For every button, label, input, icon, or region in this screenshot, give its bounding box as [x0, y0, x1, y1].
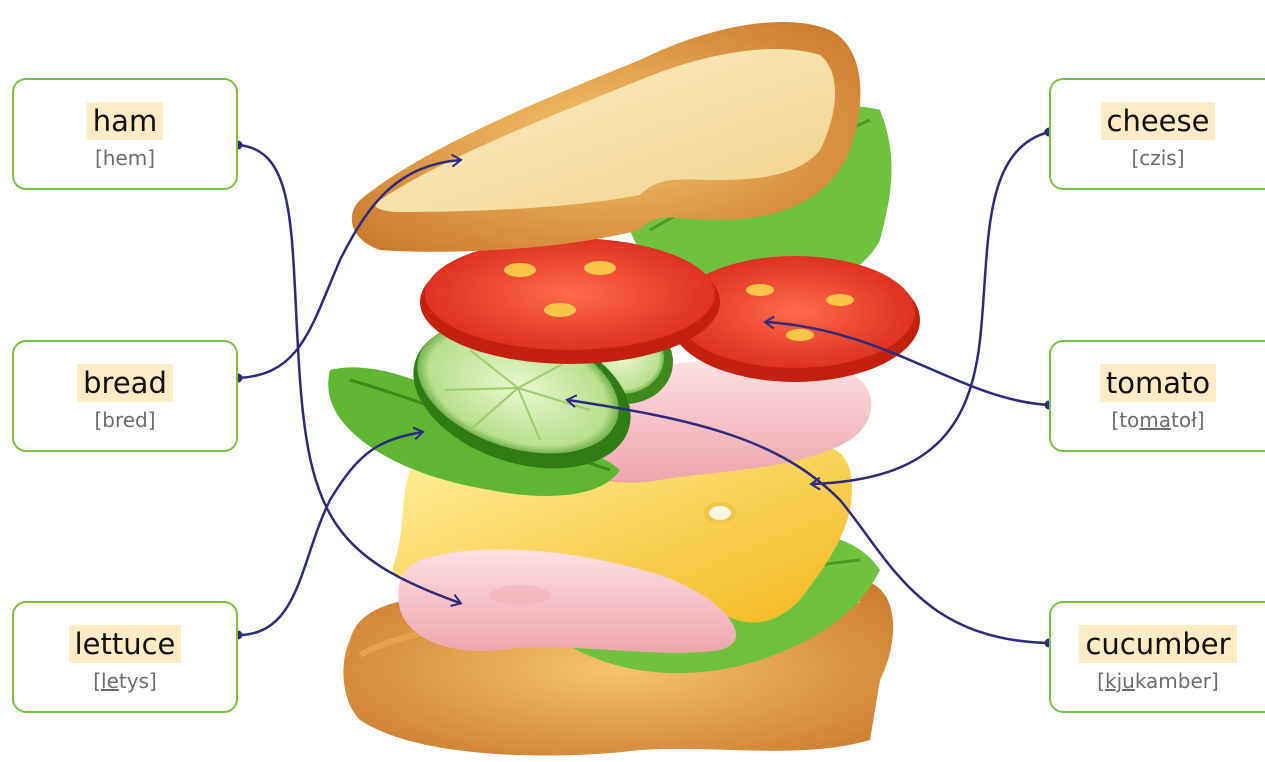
pronunciation-lettuce: [letys]	[14, 669, 236, 693]
word-ham: ham	[87, 102, 163, 140]
pronunciation-tomato: [tomatoł]	[1051, 408, 1265, 432]
label-card-cucumber: cucumber [kjukamber]	[1049, 601, 1265, 713]
pronunciation-bread: [bred]	[14, 408, 236, 432]
word-lettuce: lettuce	[69, 625, 182, 663]
pronunciation-ham: [hem]	[14, 146, 236, 170]
pronunciation-cucumber: [kjukamber]	[1051, 669, 1265, 693]
pronunciation-cheese: [czis]	[1051, 146, 1265, 170]
word-cheese: cheese	[1101, 102, 1216, 140]
label-card-ham: ham [hem]	[12, 78, 238, 190]
word-cucumber: cucumber	[1079, 625, 1236, 663]
label-card-bread: bread [bred]	[12, 340, 238, 452]
word-bread: bread	[77, 364, 173, 402]
label-card-lettuce: lettuce [letys]	[12, 601, 238, 713]
word-tomato: tomato	[1100, 364, 1216, 402]
label-card-tomato: tomato [tomatoł]	[1049, 340, 1265, 452]
label-card-cheese: cheese [czis]	[1049, 78, 1265, 190]
